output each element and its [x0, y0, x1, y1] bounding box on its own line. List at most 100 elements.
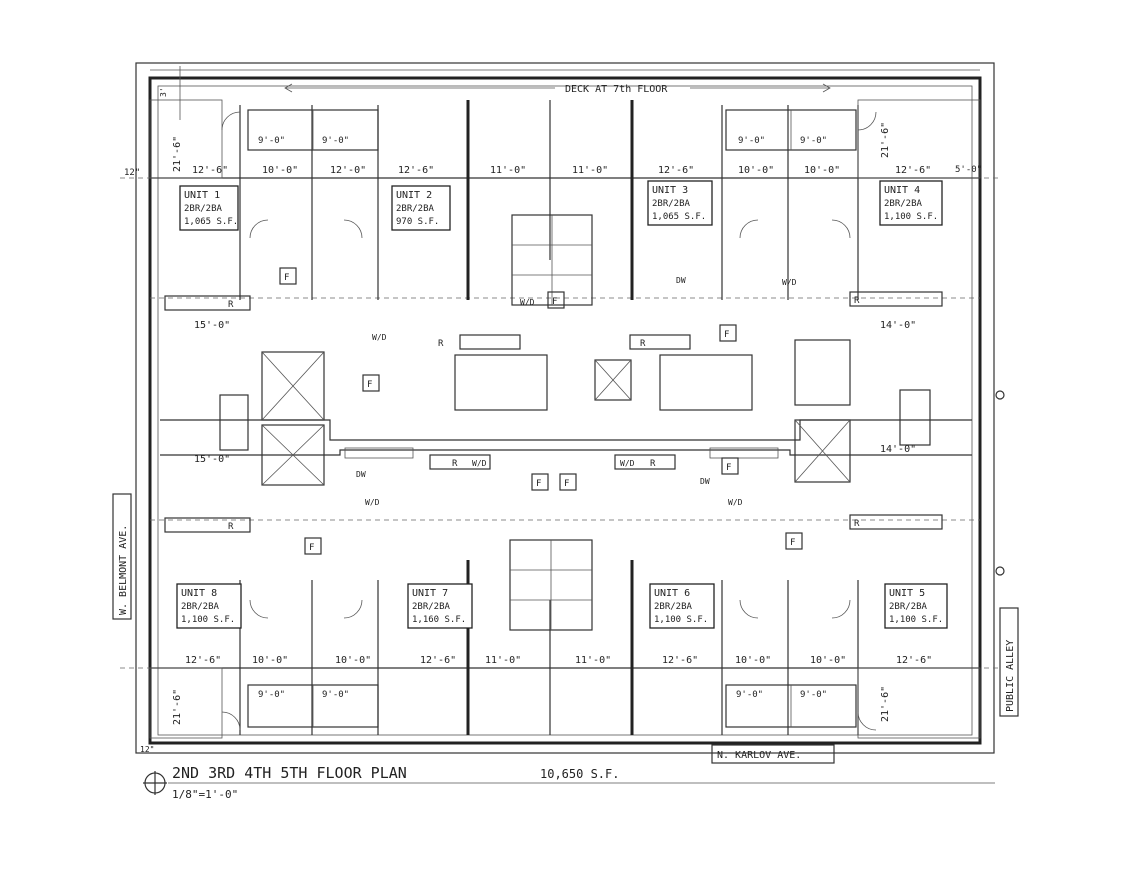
svg-text:9'-0": 9'-0": [800, 690, 827, 700]
elevator: [594, 359, 632, 401]
svg-text:12'-6": 12'-6": [895, 165, 931, 176]
dimensions-balconies: 9'-0" 9'-0" 9'-0" 9'-0" 9'-0" 9'-0" 9'-0…: [258, 136, 827, 700]
title-block: 2ND 3RD 4TH 5TH FLOOR PLAN 1/8"=1'-0" 10…: [143, 764, 995, 801]
svg-text:11'-0": 11'-0": [485, 655, 521, 666]
dimensions-edges: 12" 5'-0" 3' 12": [124, 87, 982, 754]
fridge-label: R: [452, 459, 458, 469]
svg-text:UNIT 4: UNIT 4: [884, 185, 920, 196]
dishwasher-label: DW: [676, 276, 686, 285]
svg-text:UNIT 6: UNIT 6: [654, 588, 690, 599]
column-marker: [995, 566, 1005, 576]
svg-text:15'-0": 15'-0": [194, 454, 230, 465]
plan-scale: 1/8"=1'-0": [172, 788, 238, 801]
washer-dryer-label: W/D: [728, 498, 743, 507]
svg-text:10'-0": 10'-0": [738, 165, 774, 176]
unit-1-label: UNIT 1 2BR/2BA 1,065 S.F.: [179, 185, 239, 231]
furnace-label: F: [726, 463, 731, 473]
street-label-south: N. KARLOV AVE.: [711, 744, 835, 764]
svg-text:10'-0": 10'-0": [335, 655, 371, 666]
washer-dryer-label: W/D: [365, 498, 380, 507]
svg-text:21'-6": 21'-6": [172, 136, 183, 172]
svg-text:12": 12": [124, 168, 140, 178]
svg-text:10'-0": 10'-0": [804, 165, 840, 176]
svg-text:2BR/2BA: 2BR/2BA: [884, 199, 923, 209]
svg-text:9'-0": 9'-0": [258, 136, 285, 146]
furnace-label: F: [790, 538, 795, 548]
deck-label: DECK AT 7th FLOOR: [565, 84, 668, 95]
street-label-west: W. BELMONT AVE.: [112, 493, 132, 620]
dishwasher-label: DW: [356, 470, 366, 479]
plan-title: 2ND 3RD 4TH 5TH FLOOR PLAN: [172, 764, 407, 782]
svg-text:2BR/2BA: 2BR/2BA: [184, 204, 223, 214]
svg-text:970 S.F.: 970 S.F.: [396, 217, 439, 227]
svg-text:3': 3': [159, 87, 168, 97]
dimensions-sides: 15'-0" 15'-0" 14'-0" 14'-0": [194, 320, 916, 465]
svg-text:21'-6": 21'-6": [880, 686, 891, 722]
svg-text:21'-6": 21'-6": [172, 689, 183, 725]
unit-4-label: UNIT 4 2BR/2BA 1,100 S.F.: [879, 180, 943, 226]
plan-area: 10,650 S.F.: [540, 767, 619, 781]
svg-text:10'-0": 10'-0": [252, 655, 288, 666]
svg-text:2BR/2BA: 2BR/2BA: [889, 602, 928, 612]
svg-text:12'-6": 12'-6": [420, 655, 456, 666]
fridge-label: R: [650, 459, 656, 469]
fixture-labels: R R R R R R R R F F F F F F F F F DW DW …: [228, 267, 860, 555]
top-unit-band: [149, 99, 981, 300]
svg-text:1,160 S.F.: 1,160 S.F.: [412, 615, 466, 625]
deck-annotation: DECK AT 7th FLOOR: [284, 83, 831, 95]
fridge-label: R: [640, 339, 646, 349]
unit-3-label: UNIT 3 2BR/2BA 1,065 S.F.: [647, 180, 713, 226]
dimensions-end-depths: 21'-6" 21'-6" 21'-6" 21'-6": [172, 122, 891, 725]
svg-text:1,100 S.F.: 1,100 S.F.: [889, 615, 943, 625]
building-outline: [135, 62, 995, 754]
svg-text:PUBLIC ALLEY: PUBLIC ALLEY: [1005, 640, 1016, 712]
unit-6-label: UNIT 6 2BR/2BA 1,100 S.F.: [649, 583, 715, 629]
svg-text:15'-0": 15'-0": [194, 320, 230, 331]
svg-text:10'-0": 10'-0": [262, 165, 298, 176]
svg-text:UNIT 8: UNIT 8: [181, 588, 217, 599]
svg-text:10'-0": 10'-0": [810, 655, 846, 666]
svg-text:2BR/2BA: 2BR/2BA: [654, 602, 693, 612]
svg-text:1,065 S.F.: 1,065 S.F.: [184, 217, 238, 227]
street-label-east: PUBLIC ALLEY: [999, 607, 1019, 717]
washer-dryer-label: W/D: [520, 298, 535, 307]
dimensions-bottom: 12'-6" 10'-0" 10'-0" 12'-6" 11'-0" 11'-0…: [185, 655, 932, 666]
furnace-label: F: [564, 479, 569, 489]
svg-text:2BR/2BA: 2BR/2BA: [396, 204, 435, 214]
svg-text:UNIT 3: UNIT 3: [652, 185, 688, 196]
svg-text:N. KARLOV AVE.: N. KARLOV AVE.: [717, 750, 801, 761]
svg-text:11'-0": 11'-0": [575, 655, 611, 666]
corridor-core: [160, 214, 972, 631]
fridge-label: R: [228, 300, 234, 310]
svg-text:10'-0": 10'-0": [735, 655, 771, 666]
svg-text:14'-0": 14'-0": [880, 444, 916, 455]
svg-text:2BR/2BA: 2BR/2BA: [181, 602, 220, 612]
svg-text:5'-0": 5'-0": [955, 165, 982, 175]
svg-text:W. BELMONT AVE.: W. BELMONT AVE.: [118, 525, 129, 615]
stair-west: [454, 354, 548, 411]
unit-2-label: UNIT 2 2BR/2BA 970 S.F.: [391, 185, 451, 231]
svg-text:12'-0": 12'-0": [330, 165, 366, 176]
furnace-label: F: [724, 330, 729, 340]
svg-text:12'-6": 12'-6": [662, 655, 698, 666]
dishwasher-label: DW: [700, 477, 710, 486]
furnace-label: F: [536, 479, 541, 489]
svg-text:9'-0": 9'-0": [322, 690, 349, 700]
svg-text:1,100 S.F.: 1,100 S.F.: [884, 212, 938, 222]
svg-text:11'-0": 11'-0": [572, 165, 608, 176]
svg-text:9'-0": 9'-0": [258, 690, 285, 700]
svg-text:12'-6": 12'-6": [185, 655, 221, 666]
svg-text:UNIT 1: UNIT 1: [184, 190, 220, 201]
svg-text:1,065 S.F.: 1,065 S.F.: [652, 212, 706, 222]
svg-text:9'-0": 9'-0": [738, 136, 765, 146]
washer-dryer-label: W/D: [782, 278, 797, 287]
svg-text:2BR/2BA: 2BR/2BA: [652, 199, 691, 209]
unit-8-label: UNIT 8 2BR/2BA 1,100 S.F.: [176, 583, 242, 629]
fridge-label: R: [228, 522, 234, 532]
svg-text:9'-0": 9'-0": [800, 136, 827, 146]
column-marker: [995, 390, 1005, 400]
unit-7-label: UNIT 7 2BR/2BA 1,160 S.F.: [407, 583, 473, 629]
dimensions-top: 12'-6" 10'-0" 12'-0" 12'-6" 11'-0" 11'-0…: [192, 165, 931, 176]
svg-text:9'-0": 9'-0": [322, 136, 349, 146]
